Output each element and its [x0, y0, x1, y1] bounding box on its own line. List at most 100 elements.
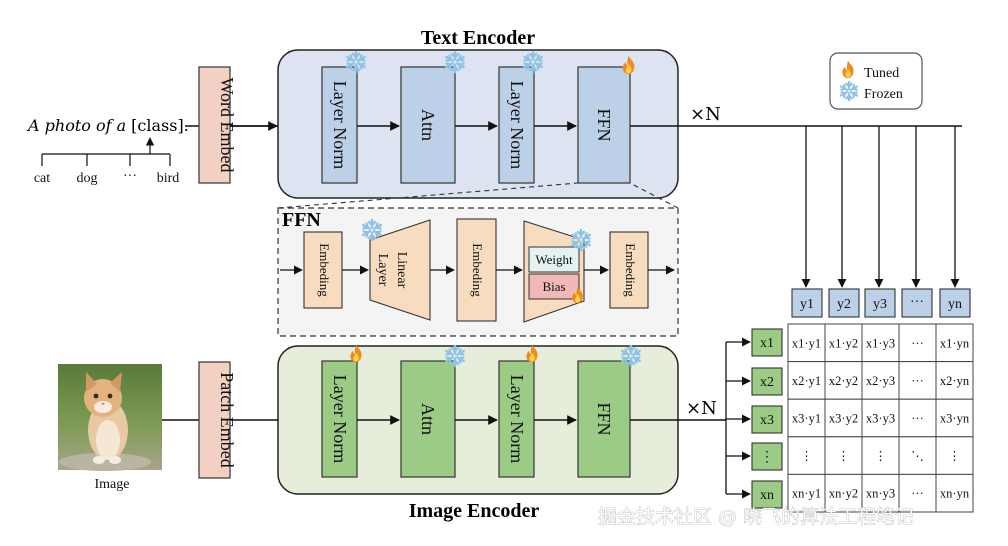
image-encoder-repeat: ×N — [686, 398, 717, 419]
y-label: y3 — [873, 297, 887, 312]
y-box — [901, 288, 933, 318]
text-ffn — [577, 66, 631, 184]
image-layernorm-2-label: Layer Norm — [507, 375, 527, 463]
x-label: ⋮ — [760, 450, 774, 465]
x-box — [751, 442, 783, 471]
text-encoder-repeat: ×N — [690, 104, 721, 125]
class-dog: dog — [77, 171, 98, 186]
ffn-bias-label: Bias — [542, 279, 565, 294]
matrix-cell-label: ··· — [911, 374, 924, 388]
matrix-cell — [935, 398, 974, 438]
matrix-cell-label: ⋮ — [874, 449, 887, 463]
matrix-cell — [861, 473, 900, 513]
matrix-cell-label: x3·yn — [940, 412, 970, 426]
x-label: x2 — [760, 375, 774, 390]
matrix-cell — [824, 473, 863, 513]
image-ffn — [577, 360, 631, 478]
x-label: x3 — [760, 413, 774, 428]
ffn-weight-box — [528, 246, 580, 273]
matrix-cell-label: x2·y2 — [829, 374, 858, 388]
class-cat: cat — [34, 171, 50, 186]
ffn-embeding-1 — [303, 231, 343, 309]
ffn-linear-layer — [369, 219, 431, 321]
x-label: xn — [760, 488, 774, 503]
y-label: yn — [948, 297, 962, 312]
text-layernorm-2 — [498, 66, 535, 184]
image-layernorm-1 — [321, 360, 358, 478]
image-attn-label: Attn — [418, 403, 438, 435]
x-box — [751, 328, 783, 357]
text-attn-label: Attn — [418, 109, 438, 141]
ffn-linear-label-1: Linear — [394, 252, 409, 289]
word-embed-label: Word Embed — [217, 77, 237, 172]
matrix-cell-label: xn·y1 — [792, 487, 821, 501]
word-embed-box — [198, 66, 231, 184]
matrix-cell-label: xn·y2 — [829, 487, 858, 501]
matrix-cell-label: x1·y1 — [792, 336, 821, 350]
matrix-cell-label: ··· — [911, 487, 924, 501]
matrix-cell — [935, 473, 974, 513]
x-box — [751, 480, 783, 509]
text-layernorm-2-label: Layer Norm — [507, 81, 527, 169]
matrix-cell — [898, 323, 937, 363]
class-ellipsis: ··· — [123, 169, 137, 184]
matrix-cell — [898, 361, 937, 400]
matrix-cell-label: xn·yn — [940, 487, 970, 501]
matrix-cell-label: x1·y2 — [829, 336, 858, 350]
ffn-detail-title: FFN — [282, 209, 321, 231]
prompt-text: A photo of a[class]. — [26, 116, 189, 135]
y-box — [791, 288, 823, 318]
matrix-cell-label: x1·y3 — [866, 336, 895, 350]
x-embeddings: x1 x2 x3 ⋮ xn — [751, 328, 783, 509]
text-attn — [400, 66, 456, 184]
y-embeddings: y1 y2 y3 ··· yn — [791, 288, 971, 318]
matrix-cell-label: ⋮ — [800, 449, 813, 463]
matrix-cell — [898, 398, 937, 438]
text-encoder-title: Text Encoder — [421, 27, 535, 49]
matrix-cell-label: ⋮ — [837, 449, 850, 463]
image-layernorm-1-label: Layer Norm — [330, 375, 350, 463]
text-layernorm-1-label: Layer Norm — [330, 81, 350, 169]
y-label: y2 — [837, 297, 851, 312]
ffn-embeding-3-label: Embeding — [623, 243, 638, 297]
ffn-embeding-3 — [609, 231, 649, 309]
matrix-cell — [861, 361, 900, 400]
y-label: y1 — [800, 297, 814, 312]
matrix-cell-label: ⋱ — [911, 449, 924, 463]
ffn-bias-box — [528, 273, 580, 300]
y-box — [939, 288, 971, 318]
text-ffn-label: FFN — [594, 108, 614, 141]
image-encoder-title: Image Encoder — [409, 500, 540, 522]
image-ffn-label: FFN — [594, 402, 614, 435]
legend-frozen: Frozen — [864, 87, 903, 102]
ffn-linear-label-2: Layer — [375, 254, 390, 287]
y-label: ··· — [910, 295, 924, 310]
matrix-cell — [787, 398, 826, 438]
image-layernorm-2 — [498, 360, 535, 478]
matrix-cell — [861, 323, 900, 363]
class-bird: bird — [157, 171, 180, 186]
ffn-embeding-2 — [456, 218, 497, 322]
matrix-cell-label: x3·y1 — [792, 412, 821, 426]
matrix-cell-label: x1·yn — [940, 336, 970, 350]
x-box — [751, 405, 783, 434]
ffn-embeding-2-label: Embeding — [470, 243, 485, 297]
matrix-cell-label: ⋮ — [948, 449, 961, 463]
watermark: 掘金技术社区 @ 晓飞的算法工程笔记 — [598, 506, 914, 528]
image-attn — [400, 360, 456, 478]
y-box — [828, 288, 860, 318]
matrix-cell-label: x2·y1 — [792, 374, 821, 388]
y-box — [864, 288, 896, 318]
x-box — [751, 367, 783, 396]
matrix-cell-label: ··· — [911, 336, 924, 350]
matrix-cell — [861, 436, 900, 475]
matrix-cell-label: x3·y3 — [866, 412, 895, 426]
matrix-cell — [787, 323, 826, 363]
matrix-cell — [935, 436, 974, 475]
matrix-cell-label: x3·y2 — [829, 412, 858, 426]
patch-embed-label: Patch Embed — [217, 372, 237, 467]
image-label: Image — [95, 477, 130, 492]
